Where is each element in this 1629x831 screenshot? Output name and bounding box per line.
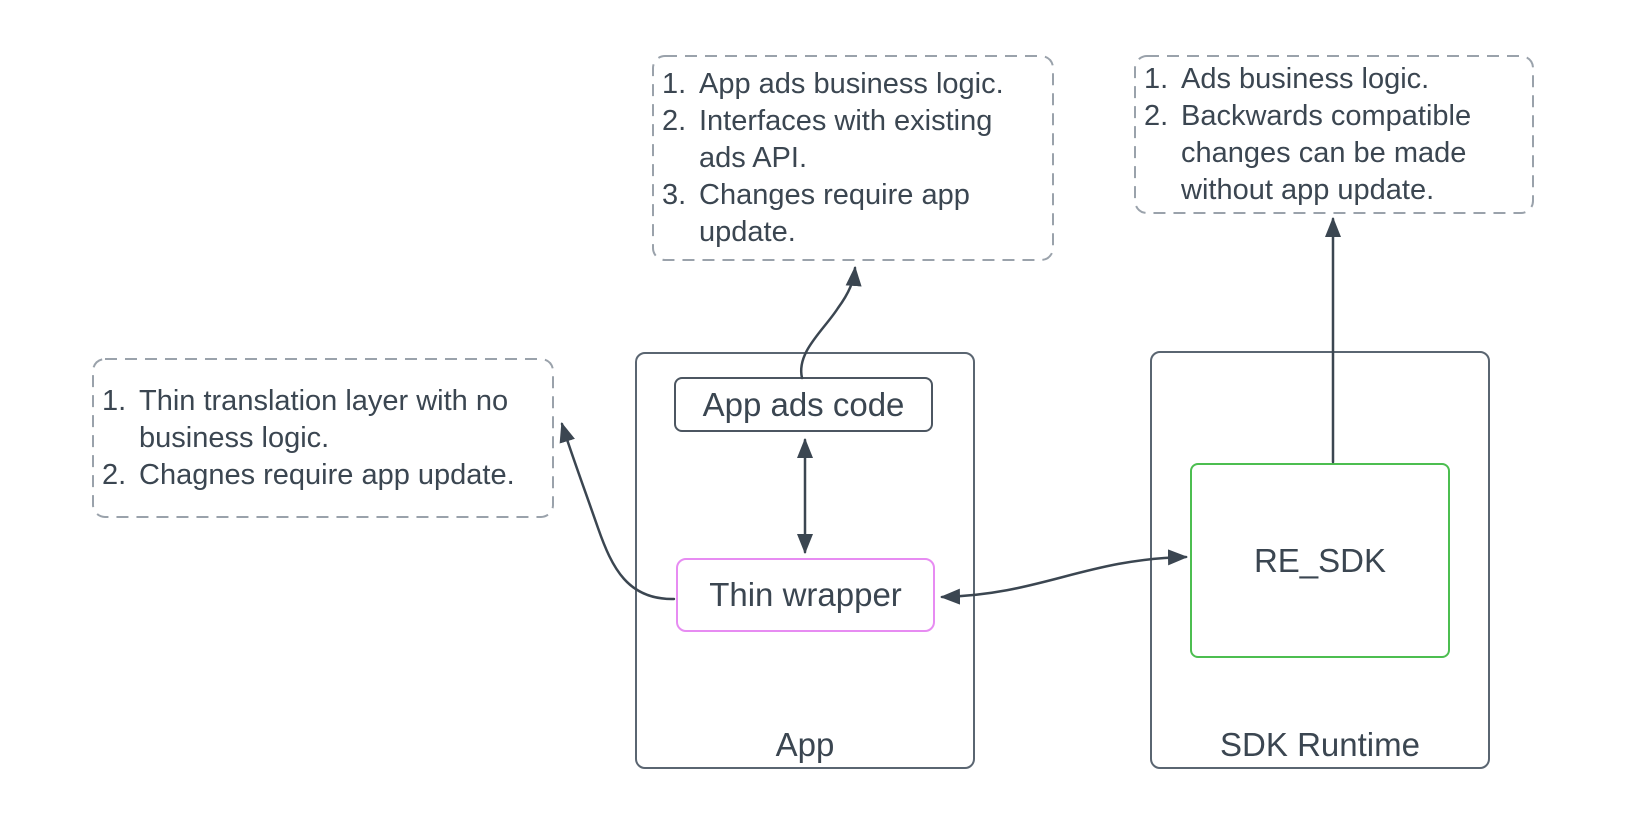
- thin-wrapper-label: Thin wrapper: [709, 576, 902, 613]
- note-line-text: ads API.: [699, 141, 808, 174]
- note-line-number: [662, 140, 699, 177]
- note-line: 1. Thin translation layer with no: [102, 383, 553, 420]
- note-line-text: App ads business logic.: [699, 67, 1004, 100]
- note-line-number: 2.: [102, 458, 127, 491]
- note-line: 1. App ads business logic.: [662, 66, 1053, 103]
- note-line-text: without app update.: [1181, 173, 1435, 206]
- note-line: changes can be made: [1144, 135, 1533, 172]
- re-sdk-node[interactable]: RE_SDK: [1190, 463, 1450, 658]
- note-line-number: [102, 420, 139, 457]
- note-line-text: Chagnes require app update.: [139, 458, 515, 491]
- note-line-text: business logic.: [139, 421, 330, 454]
- note-line: 2. Chagnes require app update.: [102, 457, 553, 494]
- note-line: business logic.: [102, 420, 553, 457]
- app-ads-code-node[interactable]: App ads code: [674, 377, 933, 432]
- re-sdk-note[interactable]: 1. Ads business logic. 2. Backwards comp…: [1135, 56, 1533, 213]
- note-line-number: [1144, 172, 1181, 209]
- app-ads-code-note[interactable]: 1. App ads business logic. 2. Interfaces…: [653, 56, 1053, 260]
- note-line-number: 1.: [102, 384, 127, 417]
- note-line: 2. Interfaces with existing: [662, 103, 1053, 140]
- note-line: 3. Changes require app: [662, 177, 1053, 214]
- note-line: update.: [662, 214, 1053, 251]
- note-line-number: [1144, 135, 1181, 172]
- note-line-number: 1.: [662, 67, 687, 100]
- app-ads-code-label: App ads code: [702, 385, 905, 423]
- app-container-label: App: [775, 726, 835, 763]
- note-line-number: 2.: [1144, 99, 1169, 132]
- note-line: 2. Backwards compatible: [1144, 98, 1533, 135]
- re-sdk-label: RE_SDK: [1253, 541, 1387, 579]
- note-line-number: [662, 214, 699, 251]
- note-line-number: 3.: [662, 178, 687, 211]
- note-line-text: Thin translation layer with no: [139, 384, 509, 417]
- note-line: ads API.: [662, 140, 1053, 177]
- note-line-text: Interfaces with existing: [699, 104, 993, 137]
- note-line-text: Changes require app: [699, 178, 970, 211]
- note-line-number: 1.: [1144, 62, 1169, 95]
- sdk-runtime-container-label: SDK Runtime: [1220, 726, 1420, 763]
- note-line-text: Backwards compatible: [1181, 99, 1472, 132]
- note-line: 1. Ads business logic.: [1144, 61, 1533, 98]
- thin-wrapper-node[interactable]: Thin wrapper: [676, 558, 935, 632]
- note-line-text: update.: [699, 215, 796, 248]
- note-line-number: 2.: [662, 104, 687, 137]
- note-line-text: Ads business logic.: [1181, 62, 1430, 95]
- note-line: without app update.: [1144, 172, 1533, 209]
- thin-wrapper-note[interactable]: 1. Thin translation layer with no busine…: [93, 359, 553, 517]
- note-line-text: changes can be made: [1181, 136, 1467, 169]
